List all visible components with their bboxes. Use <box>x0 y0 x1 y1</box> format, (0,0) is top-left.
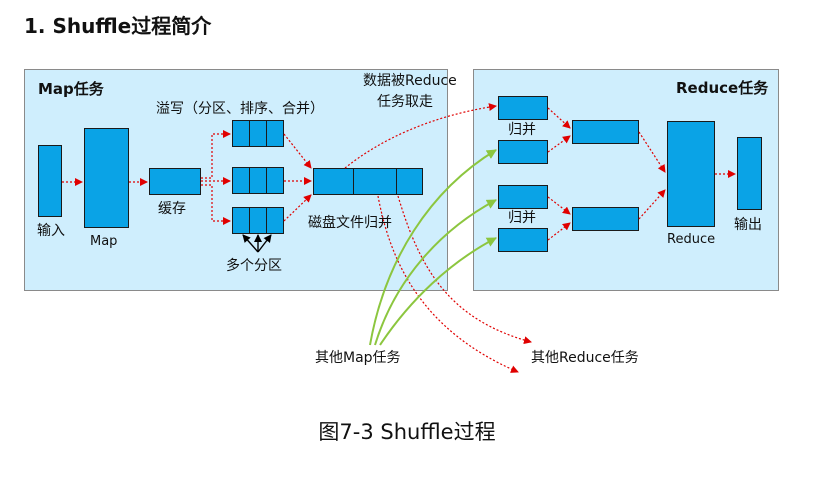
reduce-block <box>667 121 715 227</box>
arrow-buffer-to-spill-3 <box>201 184 231 225</box>
merge-disk-label: 磁盘文件归并 <box>308 215 392 231</box>
spill-label: 溢写（分区、排序、合并） <box>156 101 324 117</box>
input-label: 输入 <box>37 223 65 239</box>
arrow-partition-1 <box>242 234 259 253</box>
arrow-fetch-3-to-merge-2 <box>547 196 571 215</box>
merged-block-1 <box>572 120 639 144</box>
merge-label-2: 归并 <box>508 210 536 226</box>
arrow-fetch-1-to-merge-1 <box>547 107 571 129</box>
buffer-label: 缓存 <box>158 201 186 217</box>
arrow-merge-to-other-reduce-1 <box>377 195 519 373</box>
buffer-block <box>149 168 201 195</box>
fetched-block-2 <box>498 140 548 164</box>
other-reduce-tasks-label: 其他Reduce任务 <box>531 350 639 366</box>
arrow-merge-1-to-reduce <box>638 131 666 173</box>
arrow-fetch-4-to-merge-2 <box>547 222 571 241</box>
output-block <box>737 137 762 210</box>
arrow-buffer-to-spill-1 <box>201 130 231 179</box>
arrow-spill-3-to-merge <box>283 194 312 222</box>
map-label: Map <box>90 234 118 249</box>
input-block <box>38 145 62 217</box>
other-map-tasks-label: 其他Map任务 <box>315 350 401 366</box>
merged-disk-file <box>313 168 423 195</box>
arrow-other-map-to-fetch-2 <box>369 149 497 346</box>
arrow-spill-1-to-merge <box>283 133 312 169</box>
spill-file-2 <box>232 167 284 194</box>
figure-caption: 图7-3 Shuffle过程 <box>318 420 496 444</box>
merge-label-1: 归并 <box>508 122 536 138</box>
fetched-block-1 <box>498 96 548 120</box>
merged-block-2 <box>572 207 639 231</box>
spill-file-3 <box>232 207 284 234</box>
fetch-label-line2: 任务取走 <box>377 94 433 110</box>
arrow-other-map-to-fetch-4 <box>379 237 497 346</box>
map-block <box>84 128 129 228</box>
reduce-label: Reduce <box>667 232 716 247</box>
spill-file-1 <box>232 120 284 147</box>
page-title: 1. Shuffle过程简介 <box>24 14 212 38</box>
arrow-merge-2-to-reduce <box>638 189 666 220</box>
partitions-label: 多个分区 <box>226 258 282 274</box>
arrow-partition-3 <box>257 234 272 253</box>
output-label: 输出 <box>734 217 762 233</box>
map-task-title: Map任务 <box>38 80 104 98</box>
fetched-block-3 <box>498 185 548 209</box>
reduce-task-title: Reduce任务 <box>676 79 769 97</box>
arrow-merge-to-other-reduce-2 <box>397 195 532 345</box>
arrow-merge-to-fetch <box>344 103 497 169</box>
arrow-fetch-2-to-merge-1 <box>547 135 571 153</box>
fetched-block-4 <box>498 228 548 252</box>
fetch-label-line1: 数据被Reduce <box>363 73 457 89</box>
arrow-other-map-to-fetch-3 <box>374 199 497 346</box>
